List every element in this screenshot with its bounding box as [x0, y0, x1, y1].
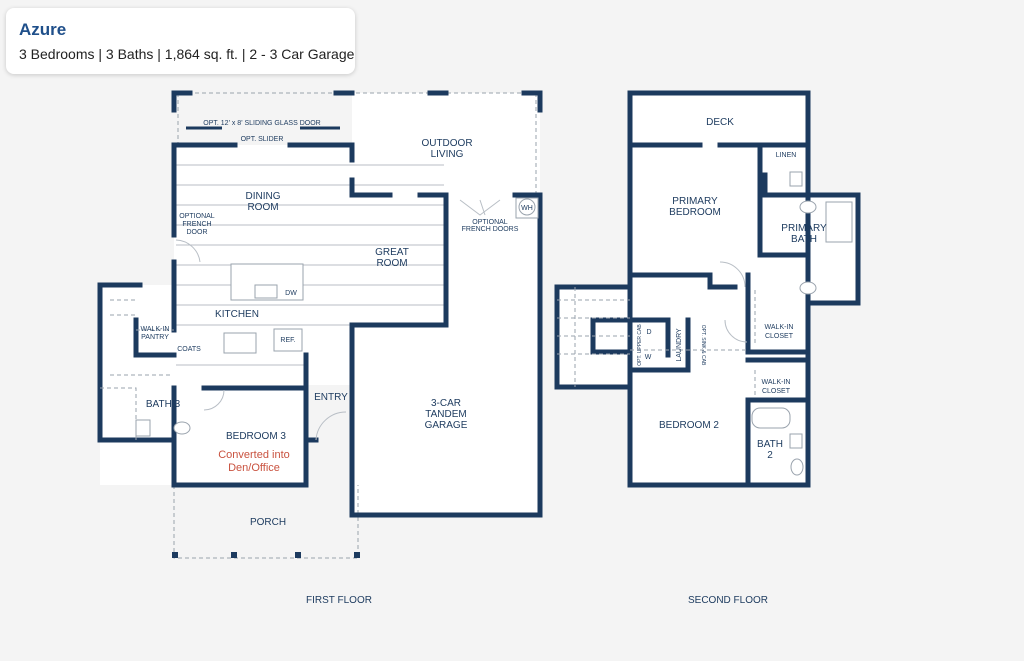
- label-bath-3: BATH 3: [146, 399, 181, 410]
- label-opt-sink-cab: OPT. SINK & CAB: [700, 325, 706, 366]
- label-optional-french-door-2: FRENCH: [182, 221, 211, 228]
- first-floor-plan: OPT. 12' x 8' SLIDING GLASS DOOR OPT. SL…: [97, 90, 543, 606]
- label-primary-bath-2: BATH: [791, 234, 817, 245]
- plan-header-card: Azure 3 Bedrooms | 3 Baths | 1,864 sq. f…: [6, 8, 355, 74]
- label-walk-in-pantry-2: PANTRY: [141, 334, 169, 341]
- label-walk-in-closet-2: WALK-IN: [762, 379, 791, 386]
- label-opt-upper-cab: OPT. UPPER CAB: [637, 324, 643, 366]
- label-bedroom-2: BEDROOM 2: [659, 420, 719, 431]
- label-great-room: GREAT: [375, 247, 409, 258]
- label-dining-room-2: ROOM: [247, 202, 278, 213]
- label-bath-2b: 2: [767, 450, 773, 461]
- label-refrigerator: REF.: [280, 337, 295, 344]
- label-laundry: LAUNDRY: [676, 328, 683, 362]
- label-french-doors: OPTIONAL: [472, 219, 508, 226]
- plan-title: Azure: [19, 20, 67, 39]
- label-garage-2: TANDEM: [425, 409, 466, 420]
- label-outdoor-living: OUTDOOR: [421, 138, 472, 149]
- label-walk-in-closet-1b: CLOSET: [765, 333, 794, 340]
- plan-specs: 3 Bedrooms | 3 Baths | 1,864 sq. ft. | 2…: [19, 46, 355, 62]
- label-walk-in-closet-2b: CLOSET: [762, 388, 791, 395]
- second-floor-plan: DECK LINEN PRIMARY BEDROOM PRIMARY BATH …: [554, 90, 861, 606]
- first-floor-caption: FIRST FLOOR: [306, 595, 372, 606]
- label-entry: ENTRY: [314, 392, 348, 403]
- label-garage: 3-CAR: [431, 398, 461, 409]
- label-coats: COATS: [177, 346, 201, 353]
- second-floor-caption: SECOND FLOOR: [688, 595, 768, 606]
- label-walk-in-closet-1: WALK-IN: [765, 324, 794, 331]
- label-porch: PORCH: [250, 517, 286, 528]
- label-outdoor-living-2: LIVING: [431, 149, 464, 160]
- label-primary-bedroom-2: BEDROOM: [669, 207, 721, 218]
- label-bath-2: BATH: [757, 439, 783, 450]
- label-converted-note: Converted into: [218, 449, 290, 461]
- label-deck: DECK: [706, 117, 734, 128]
- label-primary-bedroom: PRIMARY: [672, 196, 718, 207]
- label-primary-bath: PRIMARY: [781, 223, 827, 234]
- label-sliding-door: OPT. 12' x 8' SLIDING GLASS DOOR: [203, 120, 320, 127]
- label-bedroom-3: BEDROOM 3: [226, 431, 286, 442]
- label-walk-in-pantry: WALK-IN: [141, 326, 170, 333]
- label-french-doors-2: FRENCH DOORS: [462, 226, 519, 233]
- label-optional-french-door: OPTIONAL: [179, 213, 215, 220]
- label-great-room-2: ROOM: [376, 258, 407, 269]
- label-linen: LINEN: [776, 152, 797, 159]
- label-kitchen: KITCHEN: [215, 309, 259, 320]
- label-opt-slider: OPT. SLIDER: [241, 136, 284, 143]
- label-dishwasher: DW: [285, 290, 297, 297]
- label-garage-3: GARAGE: [425, 420, 468, 431]
- label-water-heater: WH: [521, 205, 533, 212]
- label-dryer: D: [646, 329, 651, 336]
- label-converted-note-2: Den/Office: [228, 462, 280, 474]
- label-dining-room: DINING: [246, 191, 281, 202]
- label-washer: W: [645, 354, 652, 361]
- label-optional-french-door-3: DOOR: [187, 229, 208, 236]
